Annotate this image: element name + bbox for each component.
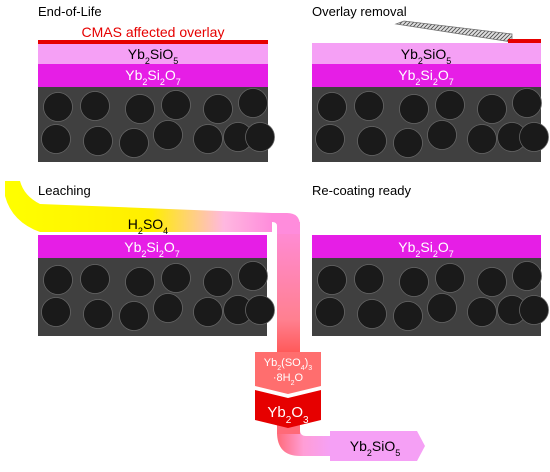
substrate-particle xyxy=(41,297,71,327)
acid-arm xyxy=(5,181,272,232)
bond-coat-layer xyxy=(38,235,267,258)
panel-end-of-life: End-of-Life CMAS affected overlay Yb2SiO… xyxy=(38,4,275,162)
substrate-particle xyxy=(354,91,384,121)
substrate-particle xyxy=(125,267,155,297)
substrate-particle xyxy=(153,120,183,150)
product-label: Yb2SiO5 xyxy=(350,438,401,458)
substrate-particle xyxy=(512,261,542,291)
bond-coat-layer xyxy=(312,235,541,258)
substrate-particle xyxy=(119,128,149,158)
particle-group xyxy=(41,88,275,158)
substrate-particle xyxy=(80,91,110,121)
panel-overlay-removal: Overlay removal Yb2SiO5 Yb2Si2O7 xyxy=(312,4,549,162)
substrate-particle xyxy=(43,92,73,122)
substrate-particle xyxy=(245,295,275,325)
cmas-overlay-label: CMAS affected overlay xyxy=(82,24,225,40)
panel-title-leaching: Leaching xyxy=(38,183,91,198)
substrate-particle xyxy=(357,299,387,329)
substrate-particle xyxy=(477,267,507,297)
substrate-particle xyxy=(477,94,507,124)
panel-leaching: Leaching H2SO4 Yb2Si2O7 xyxy=(38,183,275,336)
top-coat-label: Yb2SiO5 xyxy=(401,46,452,66)
substrate-layer xyxy=(38,258,267,336)
substrate-layer xyxy=(312,258,541,336)
substrate-layer xyxy=(38,87,268,162)
substrate-particle xyxy=(153,293,183,323)
substrate-particle xyxy=(238,261,268,291)
substrate-particle xyxy=(435,90,465,120)
panel-title-recoating-ready: Re-coating ready xyxy=(312,183,411,198)
removed-overlay-strip xyxy=(394,20,513,43)
substrate-particle xyxy=(467,297,497,327)
top-coat-label: Yb2SiO5 xyxy=(128,46,179,66)
stream-bottom xyxy=(277,430,330,456)
substrate-particle xyxy=(161,90,191,120)
bond-coat-label: Yb2Si2O7 xyxy=(124,239,180,259)
sulfate-label-line1: Yb2(SO4)3 xyxy=(264,357,313,372)
top-coat-layer xyxy=(312,43,541,64)
sulfate-chevron xyxy=(255,352,321,394)
cmas-overlay-layer xyxy=(38,40,268,44)
panel-recoating-ready: Re-coating ready Yb2Si2O7 xyxy=(312,183,549,336)
substrate-particle xyxy=(393,301,423,331)
substrate-particle xyxy=(354,264,384,294)
substrate-particle xyxy=(203,94,233,124)
substrate-particle xyxy=(315,124,345,154)
bond-coat-layer xyxy=(312,64,541,87)
bond-coat-layer xyxy=(38,64,268,87)
process-stream xyxy=(5,181,330,456)
oxide-chevron xyxy=(255,390,321,428)
substrate-particle xyxy=(41,124,71,154)
substrate-particle xyxy=(161,263,191,293)
substrate-particle xyxy=(393,128,423,158)
particle-group xyxy=(315,261,549,331)
sulfate-box: Yb2(SO4)3 ·8H2O xyxy=(255,352,321,394)
substrate-particle xyxy=(238,88,268,118)
substrate-particle xyxy=(519,122,549,152)
particle-group xyxy=(315,88,549,158)
product-arrow-shape xyxy=(330,431,425,461)
stream-corner xyxy=(265,213,300,234)
sulfate-label-line2: ·8H2O xyxy=(273,372,304,387)
substrate-particle xyxy=(43,265,73,295)
product-arrow: Yb2SiO5 xyxy=(330,431,425,461)
substrate-particle xyxy=(519,295,549,325)
substrate-particle xyxy=(125,94,155,124)
substrate-particle xyxy=(467,124,497,154)
oxide-box: Yb2O3 xyxy=(255,390,321,428)
oxide-label: Yb2O3 xyxy=(267,404,309,426)
substrate-particle xyxy=(315,297,345,327)
acid-label: H2SO4 xyxy=(128,216,168,236)
bond-coat-label: Yb2Si2O7 xyxy=(125,67,181,87)
substrate-particle xyxy=(245,122,275,152)
substrate-particle xyxy=(357,126,387,156)
panel-title-overlay-removal: Overlay removal xyxy=(312,4,407,19)
substrate-particle xyxy=(317,265,347,295)
bond-coat-label: Yb2Si2O7 xyxy=(398,239,454,259)
substrate-particle xyxy=(193,124,223,154)
substrate-particle xyxy=(203,267,233,297)
substrate-particle xyxy=(512,88,542,118)
substrate-particle xyxy=(399,94,429,124)
substrate-particle xyxy=(83,299,113,329)
substrate-particle xyxy=(119,301,149,331)
substrate-particle xyxy=(80,264,110,294)
substrate-particle xyxy=(435,263,465,293)
panel-title-end-of-life: End-of-Life xyxy=(38,4,102,19)
substrate-particle xyxy=(193,297,223,327)
substrate-particle xyxy=(427,293,457,323)
particle-group xyxy=(41,261,275,331)
substrate-particle xyxy=(427,120,457,150)
substrate-particle xyxy=(83,126,113,156)
substrate-particle xyxy=(317,92,347,122)
substrate-particle xyxy=(399,267,429,297)
top-coat-layer xyxy=(38,44,268,64)
remaining-overlay-layer xyxy=(508,39,541,43)
stream-vertical xyxy=(277,222,300,352)
bond-coat-label: Yb2Si2O7 xyxy=(398,67,454,87)
